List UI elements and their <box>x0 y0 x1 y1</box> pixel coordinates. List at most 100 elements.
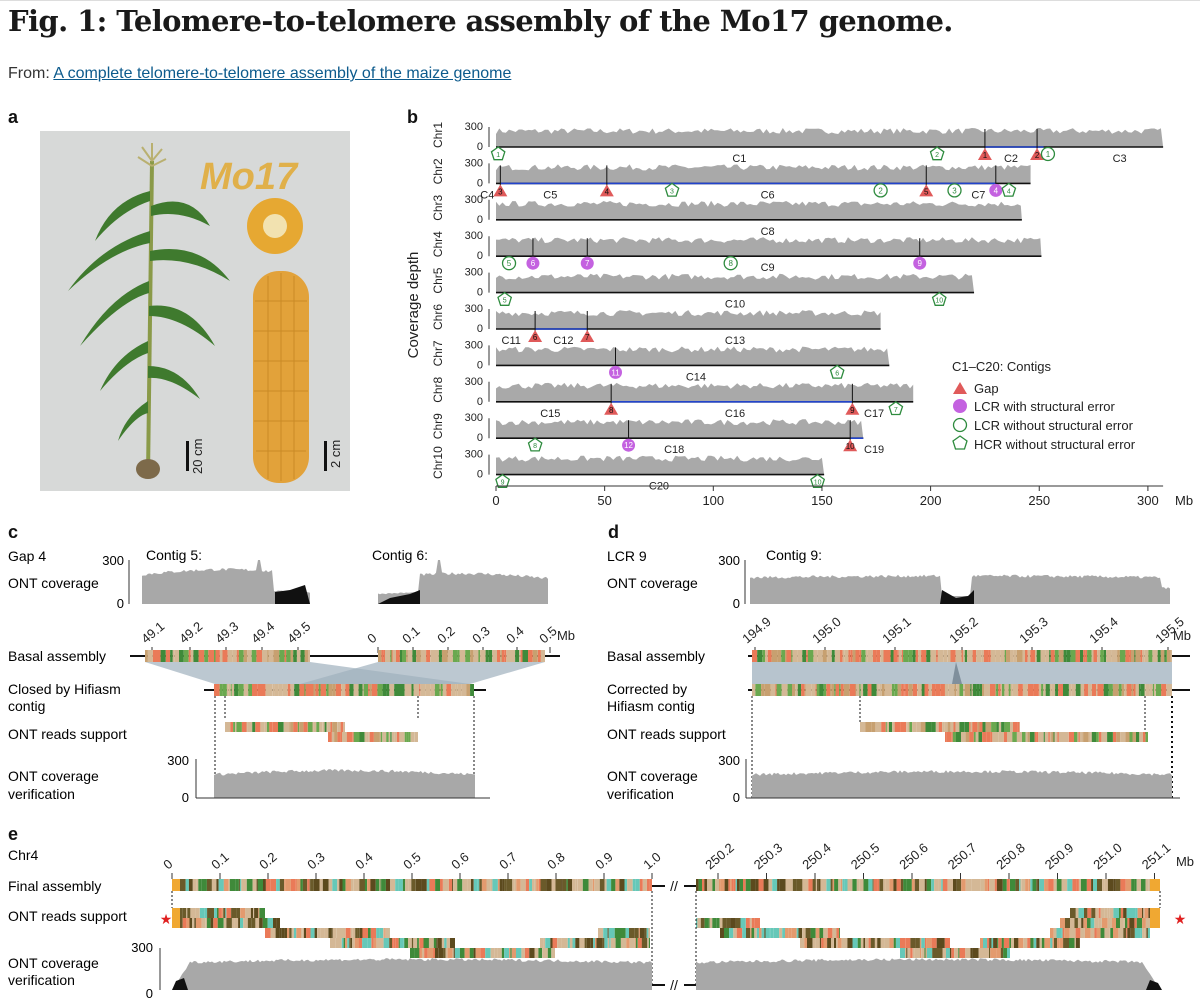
coverage-area <box>496 346 890 366</box>
e-verif-cov-right <box>696 958 1160 990</box>
hcr-ok-marker: 8 <box>527 437 543 452</box>
x-tick-label: 0 <box>492 493 499 505</box>
lcr-ok-circle <box>723 256 738 271</box>
e-telomere-left <box>172 879 180 891</box>
hcr-ok-pentagon <box>929 146 945 161</box>
hcr-ok-pentagon <box>527 437 543 452</box>
hcr-ok-marker: 5 <box>497 291 513 306</box>
contig9-label: Contig 9: <box>766 547 822 563</box>
e-unit-label: Mb <box>1176 854 1194 869</box>
ear-scale-label: 2 cm <box>328 439 343 468</box>
gap-marker: 4 <box>599 165 614 197</box>
e-reads-label: ONT reads support <box>8 908 127 924</box>
source-article-link[interactable]: A complete telomere-to-telomere assembly… <box>53 65 512 82</box>
lcr-ok-circle <box>501 256 517 271</box>
c-tick-label-right: 0 <box>364 630 379 646</box>
legend-lcr-error-icon <box>953 399 967 413</box>
x-unit-label: Mb <box>1175 493 1193 505</box>
contig6-label: Contig 6: <box>372 547 428 563</box>
y-tick-0: 0 <box>477 214 483 226</box>
hcr-ok-id: 10 <box>814 480 822 487</box>
hcr-ok-id: 7 <box>894 407 898 414</box>
c-tick-label-left: 49.3 <box>212 619 241 647</box>
d-verif-label-2: verification <box>607 786 674 802</box>
hcr-ok-pentagon <box>888 400 904 416</box>
lcr9-panel: LCR 9 ONT coverage Contig 9: 300 0 194.9… <box>607 547 1191 805</box>
e-chr4-title: Chr4 <box>8 847 39 863</box>
y-tick-300: 300 <box>465 194 483 206</box>
y-tick-0: 0 <box>477 469 483 481</box>
contig-label-c11: C11 <box>502 335 521 347</box>
coverage-area <box>496 419 864 439</box>
y-tick-300: 300 <box>465 339 483 351</box>
hcr-ok-marker: 7 <box>888 400 904 416</box>
chromosome-label: Chr7 <box>431 340 445 366</box>
lcr-ok-circle <box>1040 146 1056 162</box>
x-tick-label: 150 <box>811 493 833 505</box>
hcr-ok-marker: 9 <box>495 473 510 488</box>
d-verif-label-1: ONT coverage <box>607 768 698 784</box>
gap-triangle <box>843 439 858 452</box>
hcr-ok-pentagon <box>931 291 947 306</box>
y-tick-300: 300 <box>465 121 483 133</box>
hcr-ok-marker: 6 <box>829 364 845 379</box>
d-tick-label: 195.0 <box>809 614 844 646</box>
e-tick-label-right: 250.9 <box>1042 840 1077 872</box>
lcr-error-id: 12 <box>624 441 633 450</box>
coverage-area <box>496 237 1042 257</box>
c-verif-tick-0: 0 <box>182 790 189 805</box>
from-prefix: From: <box>8 65 54 82</box>
e-read-telomere-right <box>1150 908 1160 928</box>
lcr-error-circle <box>989 183 1003 197</box>
e-tick-label-left: 0 <box>160 856 175 872</box>
hcr-ok-id: 3 <box>670 188 674 195</box>
contig-label-c3: C3 <box>1113 153 1127 165</box>
lcr-error-id: 9 <box>918 259 923 268</box>
legend-title: C1–C20: Contigs <box>952 359 1051 374</box>
chromosome-track-chr7: 300 0 Chr7 <box>431 339 890 371</box>
chromosome-label: Chr5 <box>431 267 445 293</box>
contig-label-c5: C5 <box>543 189 557 201</box>
contig-label-c14: C14 <box>686 371 706 383</box>
e-final-left <box>180 879 652 891</box>
gap-marker: 10 <box>843 420 858 452</box>
e-read-r8 <box>1060 918 1150 928</box>
c-verif-tick-300: 300 <box>167 753 189 768</box>
gap-marker: 6 <box>528 311 543 342</box>
c-basal-contig6 <box>378 650 545 662</box>
d-cov-tick-300: 300 <box>718 553 740 568</box>
d-verif-coverage <box>752 770 1172 798</box>
gap4-panel: Gap 4 ONT coverage Contig 5: Contig 6: 3… <box>8 547 575 805</box>
y-tick-0: 0 <box>477 359 483 371</box>
y-tick-300: 300 <box>465 267 483 279</box>
c-closed-contig <box>214 684 474 696</box>
c-verif-label-1: ONT coverage <box>8 768 99 784</box>
hcr-ok-marker: 4 <box>1001 182 1017 197</box>
lcr-ok-marker: 5 <box>501 256 517 271</box>
contig-label-c2: C2 <box>1004 153 1018 165</box>
lcr-error-id: 7 <box>585 259 590 268</box>
coverage-depth-ylabel: Coverage depth <box>405 252 422 359</box>
c-tick-label-right: 0.2 <box>434 623 457 646</box>
e-tick-label-right: 250.2 <box>702 840 737 872</box>
c-reads-label: ONT reads support <box>8 726 127 742</box>
e-tick-300: 300 <box>131 940 153 955</box>
gap-id: 8 <box>609 406 614 415</box>
c-basal-label: Basal assembly <box>8 648 106 664</box>
lcr-error-circle <box>913 256 927 270</box>
e-tick-label-left: 0.9 <box>592 849 615 872</box>
e-tick-label-right: 250.5 <box>848 840 883 872</box>
figure-title: Fig. 1: Telomere-to-telomere assembly of… <box>8 4 953 38</box>
gap-triangle <box>919 184 934 197</box>
lcr-ok-id: 8 <box>728 259 733 268</box>
e-verif-label-1: ONT coverage <box>8 955 99 971</box>
lcr-ok-circle <box>873 183 888 198</box>
hcr-ok-pentagon <box>497 291 513 306</box>
e-tick-label-left: 0.5 <box>400 849 423 872</box>
y-tick-300: 300 <box>465 230 483 242</box>
gap-triangle <box>845 402 860 415</box>
e-read-r7 <box>1070 908 1150 918</box>
c-tick-label-right: 0.1 <box>399 623 422 646</box>
e-read-telomere-left <box>172 908 180 928</box>
